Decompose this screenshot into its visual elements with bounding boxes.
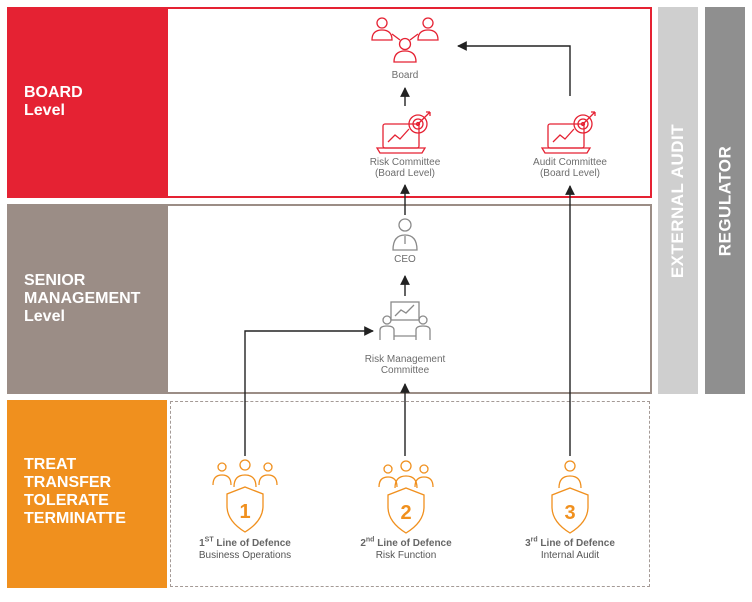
ceo-person-icon	[392, 218, 418, 251]
risk-committee-laptop-icon	[375, 111, 431, 154]
risk-committee-line-2: (Board Level)	[374, 168, 436, 179]
line-of-defence-3-icon	[551, 460, 589, 534]
board-group-icon	[371, 17, 439, 63]
lod-2-number: 2	[400, 502, 411, 524]
senior-level-line-2: MANAGEMENT	[24, 290, 141, 307]
lod-3-title: 3rd Line of Defence	[525, 536, 615, 549]
lod-1-title: 1ST Line of Defence	[199, 536, 291, 549]
treat-line-3: TOLERATE	[24, 492, 109, 509]
treat-line-1: TREAT	[24, 456, 77, 473]
treat-band	[7, 400, 167, 588]
ceo-caption: CEO	[394, 254, 416, 265]
treat-panel	[170, 401, 650, 587]
senior-level-line-3: Level	[24, 308, 65, 325]
lod-1-number: 1	[239, 501, 250, 523]
risk-committee-caption: Risk Committee (Board Level)	[370, 157, 441, 179]
arrow-audit-to-board	[457, 41, 571, 96]
lod-2-subtitle: Risk Function	[375, 550, 437, 561]
treat-line-4: TERMINATTE	[24, 510, 126, 527]
board-level-line-2: Level	[24, 102, 65, 119]
ceo-label: CEO	[394, 254, 416, 265]
line-of-defence-1-icon	[212, 459, 278, 533]
line-of-defence-2: 2nd Line of Defence Risk Function	[360, 536, 452, 562]
lod-3-subtitle: Internal Audit	[540, 550, 600, 561]
lod-3-number: 3	[564, 502, 575, 524]
arrow-lod1-to-rmc	[244, 326, 374, 456]
senior-management-level-label: SENIOR MANAGEMENT Level	[7, 272, 167, 326]
risk-management-line-1: Risk Management	[364, 354, 446, 365]
regulator-bar: REGULATOR	[705, 7, 745, 394]
treat-level-label: TREAT TRANSFER TOLERATE TERMINATTE	[7, 456, 167, 528]
arrows	[244, 41, 575, 456]
audit-committee-line-2: (Board Level)	[539, 168, 601, 179]
board-caption: Board	[392, 70, 419, 81]
line-of-defence-1: 1ST Line of Defence Business Operations	[198, 536, 292, 562]
audit-committee-line-1: Audit Committee	[533, 157, 607, 168]
senior-level-line-1: SENIOR	[24, 272, 86, 289]
risk-management-meeting-icon	[379, 301, 431, 340]
treat-line-2: TRANSFER	[24, 474, 112, 491]
audit-committee-caption: Audit Committee (Board Level)	[533, 157, 607, 179]
risk-committee-line-1: Risk Committee	[369, 157, 441, 168]
board-label: Board	[391, 70, 419, 81]
external-audit-bar: EXTERNAL AUDIT	[658, 7, 698, 394]
lod-2-title: 2nd Line of Defence	[360, 536, 452, 549]
line-of-defence-3: 3rd Line of Defence Internal Audit	[525, 536, 615, 562]
risk-management-caption: Risk Management Committee	[365, 354, 446, 376]
audit-committee-laptop-icon	[540, 111, 596, 154]
board-level-line-1: BOARD	[24, 84, 83, 101]
lod-1-subtitle: Business Operations	[198, 550, 292, 561]
risk-management-line-2: Committee	[380, 365, 430, 376]
board-level-label: BOARD Level	[7, 84, 167, 120]
line-of-defence-2-icon	[378, 460, 434, 534]
